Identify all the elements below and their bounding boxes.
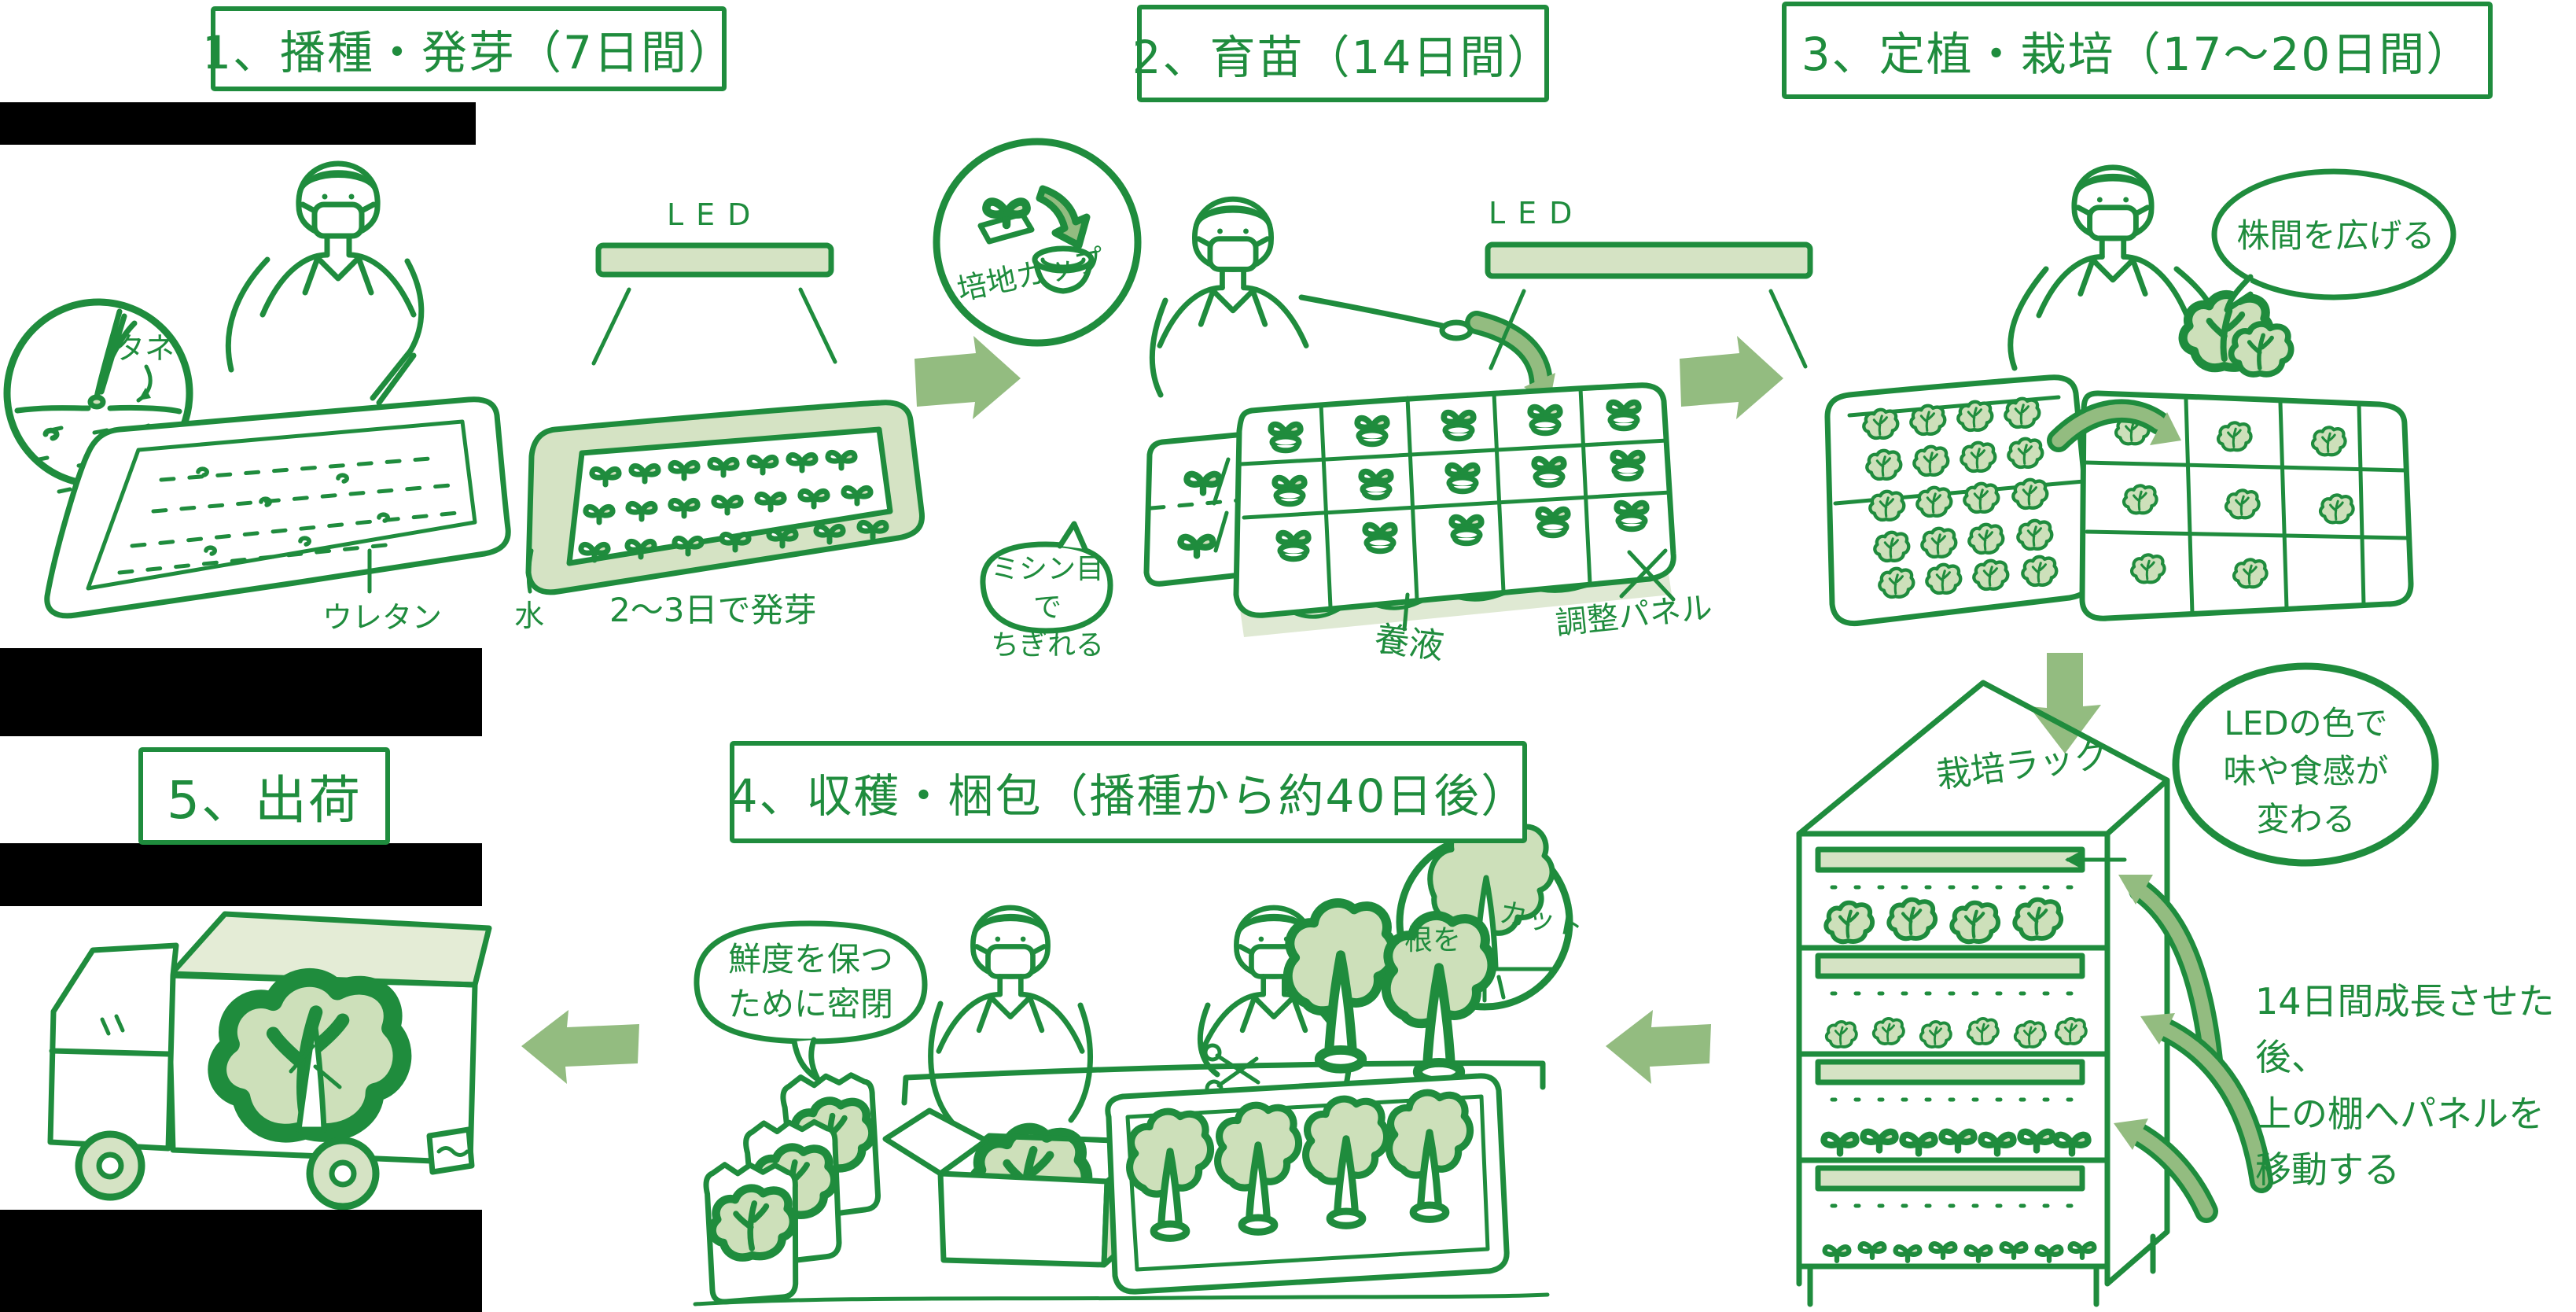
harvest-tray: [1105, 903, 1510, 1295]
step1-title: 1、播種・発芽（7日間）: [202, 6, 734, 91]
worker-packing: [928, 908, 1093, 1125]
panel-move-note: 14日間成長させた後、 上の棚へパネルを 移動する: [2255, 980, 2555, 1191]
arrow-step3-to-rack: [2029, 653, 2101, 754]
rack-led-strips: [1815, 846, 2085, 1208]
step3-title: 3、定植・栽培（17～20日間）: [1782, 2, 2493, 99]
arrow-respacing: [2047, 399, 2181, 452]
shipping-truck: [47, 911, 492, 1211]
led-label-1: LED: [667, 197, 764, 232]
cultivation-rack: [1796, 662, 2439, 1307]
led-pointer-arrow: [2065, 850, 2127, 869]
led-lamp-2: [1485, 241, 1813, 370]
nutrient-label: 養液: [1372, 618, 1446, 668]
worker-sowing: [225, 164, 425, 406]
step3-title-label: 3、定植・栽培（17～20日間）: [1801, 28, 2474, 81]
step1-title-label: 1、播種・発芽（7日間）: [202, 26, 735, 79]
floor-line: [693, 1292, 1550, 1306]
truck-cab: [47, 942, 179, 1152]
step4-title-label: 4、収穫・梱包（播種から約40日後）: [728, 769, 1529, 823]
arrow-step4-to-step5: [521, 1010, 639, 1084]
dense-tray: [1824, 374, 2096, 627]
step5-title-label: 5、出荷: [167, 770, 362, 831]
step2-title: 2、育苗（14日間）: [1132, 5, 1552, 102]
sealed-label: 鮮度を保つ ために密閉: [727, 940, 893, 1023]
root-label: 根を: [1404, 924, 1462, 956]
led-label-2: LED: [1489, 196, 1585, 230]
panel-move-arrows: [2114, 875, 2273, 1223]
perforation-bubble: [980, 521, 1113, 634]
germination-tray: [525, 400, 926, 595]
redaction-bar-3: [0, 843, 482, 906]
sowing-tray: [44, 396, 511, 619]
arrow-step1-to-step2: [914, 336, 1021, 419]
spacing-bubble: [2211, 168, 2456, 313]
lettuce-bags: [703, 1072, 881, 1305]
led-lamp-1: [591, 242, 837, 366]
worker-transplanting: [1149, 199, 1474, 398]
step4-title: 4、収穫・梱包（播種から約40日後）: [728, 741, 1529, 843]
worker-spacing: [2007, 168, 2291, 374]
step2-illustration: [933, 138, 1813, 637]
step1-illustration: [3, 164, 926, 619]
led-color-bubble: [2172, 662, 2439, 867]
led-color-note: LEDの色で 味や食感が 変わる: [2223, 704, 2389, 838]
arrow-step2-to-step3: [1680, 336, 1783, 419]
sparse-tray: [2047, 390, 2414, 621]
step2-title-label: 2、育苗（14日間）: [1132, 31, 1555, 84]
step5-title: 5、出荷: [138, 747, 390, 845]
step4-illustration: [693, 812, 1573, 1306]
germination-label: 2～3日で発芽: [609, 591, 817, 629]
media-cup-inset-circle: [933, 138, 1142, 347]
arrow-rack-to-step4: [1606, 1010, 1711, 1084]
step3-illustration: [1824, 168, 2456, 627]
license-plate: [426, 1126, 475, 1175]
redaction-bar-1: [0, 102, 476, 145]
water-label: 水: [514, 599, 545, 633]
seed-label: タネ: [115, 331, 175, 366]
perforation-label: ミシン目で ちぎれる: [990, 553, 1104, 662]
redaction-bar-2: [0, 648, 482, 736]
spacing-label: 株間を広げる: [2236, 216, 2435, 255]
cup-tray: [1233, 382, 1676, 637]
redaction-bar-4: [0, 1210, 482, 1312]
urethane-label: ウレタン: [322, 600, 443, 635]
